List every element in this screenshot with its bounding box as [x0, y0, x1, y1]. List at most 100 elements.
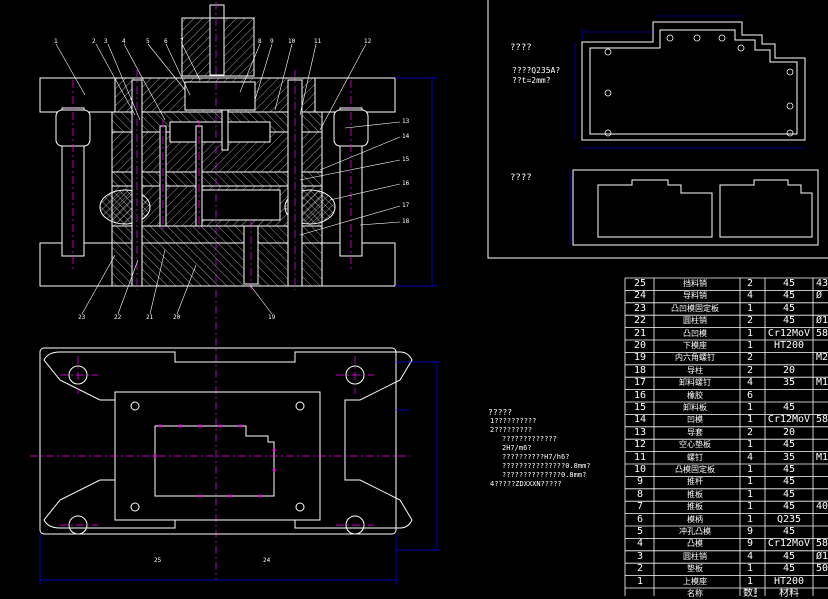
bom-cell-name: 圆柱销: [683, 551, 707, 561]
bom-cell-name: 卸料板: [683, 403, 707, 412]
bom-cell-name: 模柄: [687, 514, 703, 524]
bom-cell-mat: 45: [782, 550, 796, 562]
bom-cell-mat: 20: [782, 364, 796, 376]
bom-cell-name: 推杆: [687, 477, 703, 487]
balloon: 10: [288, 38, 296, 45]
bom-cell-qty: 1: [746, 476, 754, 488]
balloon: 7: [180, 38, 184, 45]
bom-cell-no: 12: [633, 439, 647, 451]
note-line: 4?????ZDXXXN?????: [490, 480, 562, 488]
bom-cell-qty: 9: [746, 538, 754, 550]
bom-cell-rem: 50: [816, 563, 828, 575]
bom-cell-no: 6: [636, 513, 644, 525]
balloon: 17: [402, 202, 410, 209]
bom-cell-mat: 45: [782, 315, 796, 327]
balloon: 21: [146, 314, 154, 321]
bom-cell-mat: 45: [782, 526, 796, 537]
plan-centerlines: [30, 356, 410, 526]
section-dimensions: [395, 77, 437, 287]
bom-cell-name: 凹模: [687, 415, 703, 425]
part-view-label: ????: [510, 43, 532, 53]
note-line: ?????????????: [502, 435, 557, 443]
bom-cell-mat: 45: [782, 278, 796, 289]
bom-cell-no: 19: [633, 352, 647, 364]
bom-cell-qty: 2: [746, 352, 754, 364]
bom-cell-no: 15: [633, 402, 647, 413]
bom-cell-no: 3: [636, 550, 644, 562]
bom-cell-no: 9: [636, 476, 644, 488]
bom-cell-rem: Ø: [816, 290, 823, 302]
bom-header: 名称数量材料: [625, 588, 828, 599]
bom-cell-no: 25: [633, 278, 647, 289]
plan-view: [39, 347, 413, 535]
bom-cell-qty: 1: [746, 327, 754, 339]
bom-cell-name: 下模座: [683, 341, 707, 350]
bom-cell-qty: 4: [746, 290, 754, 302]
note-line: ??????????????0.8mm?: [502, 471, 587, 479]
bom-cell-mat: 45: [782, 476, 796, 488]
bom-cell-mat: 45: [782, 402, 796, 413]
bom-header-qty: 数量: [743, 588, 757, 599]
bom-cell-qty: 1: [746, 575, 754, 587]
note-line: 1??????????: [490, 417, 537, 425]
bom-cell-mat: HT200: [773, 340, 805, 351]
balloon: 3: [104, 38, 108, 45]
bom-cell-qty: 1: [746, 414, 754, 426]
bom-cell-qty: 2: [746, 315, 754, 327]
bom-cell-no: 11: [633, 451, 647, 463]
bom-cell-qty: 4: [746, 451, 754, 463]
bom-cell-qty: 1: [746, 439, 754, 451]
bom-cell-name: 凸模: [687, 539, 703, 549]
bom-cell-no: 22: [633, 315, 647, 327]
bom-cell-rem: 43: [816, 278, 828, 289]
bom-cell-no: 10: [633, 464, 647, 475]
bom-cell-qty: 1: [746, 513, 754, 525]
balloon: 18: [402, 218, 410, 225]
bom-cell-qty: 1: [746, 402, 754, 413]
bom-cell-name: 上模座: [683, 576, 707, 586]
plan-dimensions: [39, 361, 440, 585]
bom-cell-name: 冲孔凸模: [679, 527, 711, 536]
bom-row: 9 推杆 1 45: [625, 476, 828, 487]
bom-cell-rem: M1: [816, 377, 828, 389]
bom-cell-qty: 6: [746, 389, 754, 401]
bom-cell-no: 23: [633, 302, 647, 314]
balloon: 19: [268, 314, 276, 321]
bom-cell-mat: 45: [782, 439, 796, 451]
bom-cell-mat: 35: [782, 377, 796, 389]
bom-cell-qty: 1: [746, 340, 754, 351]
balloon: 1: [54, 38, 58, 45]
bom-cell-mat: Q235: [776, 513, 802, 525]
bom-cell-name: 卸料螺钉: [679, 378, 711, 388]
bom-cell-name: 橡胶: [687, 390, 703, 400]
balloon: 9: [270, 38, 274, 45]
bom-cell-no: 5: [636, 526, 644, 537]
balloon: 20: [173, 314, 181, 321]
bom-header-mat: 材料: [779, 588, 799, 599]
balloon: 25: [154, 557, 162, 564]
bom-cell-mat: Cr12MoV: [767, 327, 811, 339]
bom-cell-rem: Ø1: [816, 550, 828, 562]
balloon: 6: [164, 38, 168, 45]
part-thickness: ??t=2mm?: [512, 76, 551, 85]
bom-cell-qty: 2: [746, 364, 754, 376]
bom-cell-no: 16: [633, 389, 647, 401]
bom-cell-no: 2: [636, 563, 644, 575]
bom-row: 16 橡胶 6: [625, 390, 828, 401]
bom-grid: [624, 277, 828, 596]
part-frame: [487, 0, 828, 259]
bom-cell-qty: 4: [746, 377, 754, 389]
bom-cell-no: 20: [633, 340, 647, 351]
